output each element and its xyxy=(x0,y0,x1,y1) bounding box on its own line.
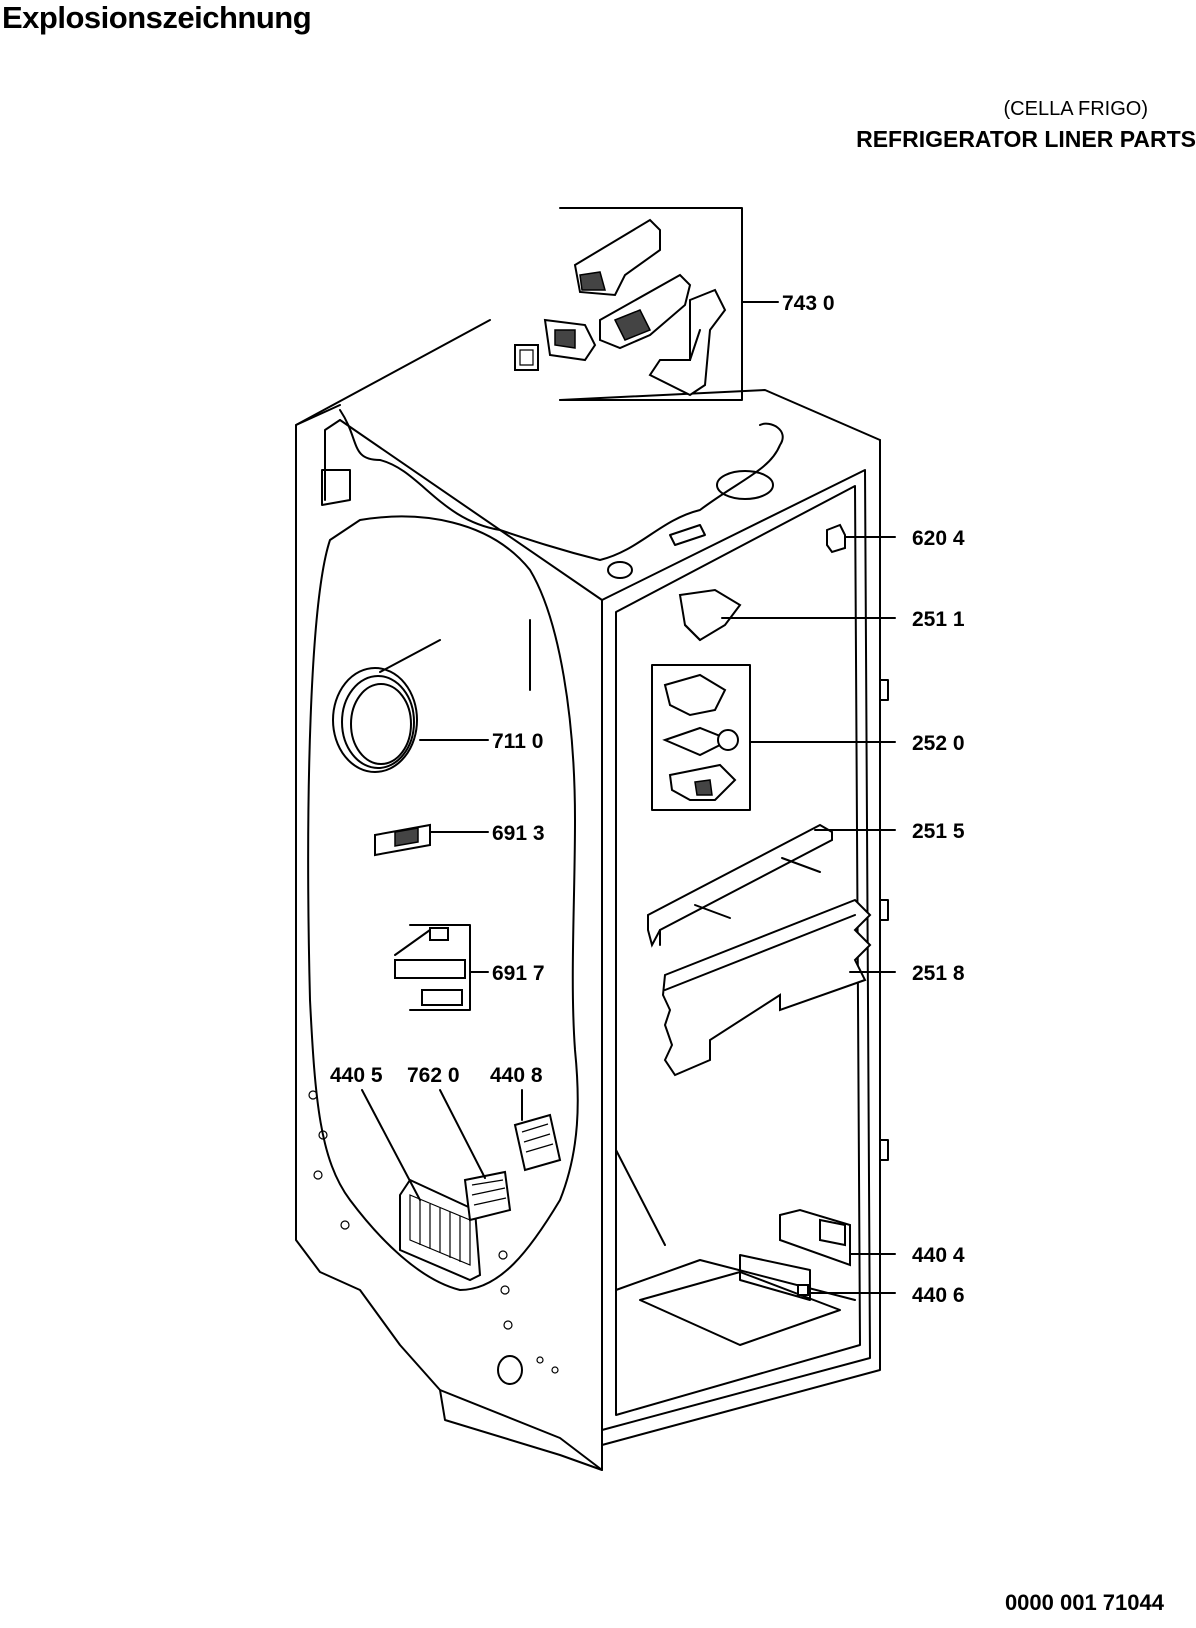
callout-743-0: 743 0 xyxy=(782,292,835,315)
callout-762-0: 762 0 xyxy=(407,1064,460,1087)
refrigerator-cabinet xyxy=(295,319,889,1471)
callout-440-6: 440 6 xyxy=(912,1284,965,1307)
part-440-5-grille xyxy=(361,1089,482,1282)
callout-620-4: 620 4 xyxy=(912,527,965,550)
callout-252-0: 252 0 xyxy=(912,732,965,755)
part-251-1-lamp-cover xyxy=(678,588,896,642)
callout-691-3: 691 3 xyxy=(492,822,545,845)
callout-440-5: 440 5 xyxy=(330,1064,383,1087)
part-440-4-bracket xyxy=(779,1208,896,1267)
part-440-6-bracket xyxy=(739,1254,896,1301)
document-number: 0000 001 71044 xyxy=(1004,1590,1164,1615)
callout-251-5: 251 5 xyxy=(912,820,965,843)
part-711-0-coil xyxy=(332,619,531,773)
callout-691-7: 691 7 xyxy=(492,962,545,985)
callout-251-1: 251 1 xyxy=(912,608,965,631)
callout-251-8: 251 8 xyxy=(912,962,965,985)
part-691-7-sensor-kit xyxy=(394,924,489,1011)
callout-labels: 743 0 620 4 251 1 711 0 252 0 691 3 251 … xyxy=(330,292,965,1307)
callout-711-0: 711 0 xyxy=(492,730,543,753)
part-252-0-lamp-assembly xyxy=(651,664,896,811)
subtitle-italian: (CELLA FRIGO) xyxy=(1003,98,1148,120)
part-440-8-vent xyxy=(513,1089,562,1172)
part-251-8-rear-panel xyxy=(661,898,896,1077)
callout-440-8: 440 8 xyxy=(490,1064,543,1087)
part-762-0-filter xyxy=(439,1089,512,1222)
part-743-0-control-assembly xyxy=(514,207,779,401)
part-691-3-label xyxy=(374,823,489,857)
callout-440-4: 440 4 xyxy=(912,1244,965,1267)
subtitle-english: REFRIGERATOR LINER PARTS xyxy=(856,126,1196,152)
page-title: Explosionszeichnung xyxy=(2,0,312,35)
part-251-5-channel xyxy=(647,823,896,948)
part-620-4-clip xyxy=(826,523,896,554)
